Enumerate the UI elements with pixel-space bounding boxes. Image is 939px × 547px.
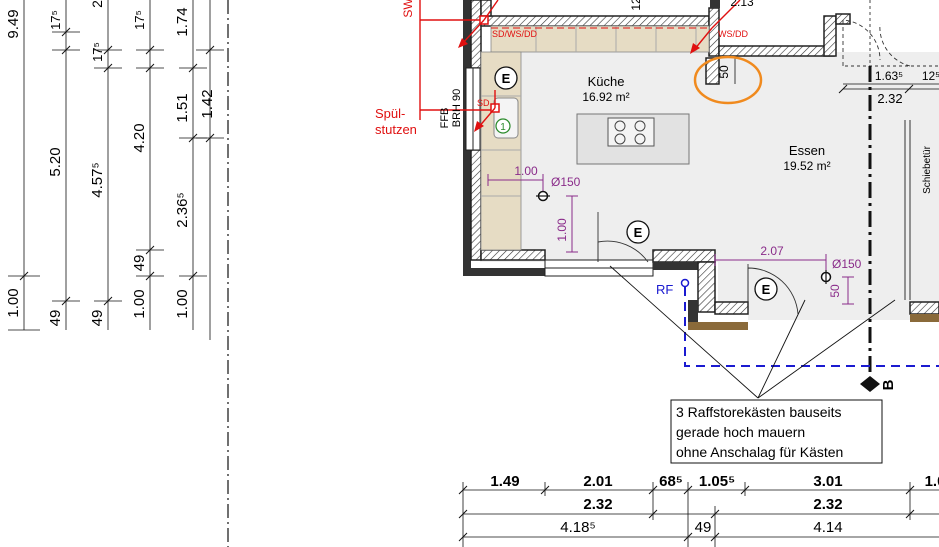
phi-label-2: Ø150 [832,257,862,271]
e-markers: E E E [494,66,778,301]
sd-label: SD [477,98,490,108]
note-line-3: ohne Anschalag für Kästen [676,444,843,460]
note-line-2: gerade hoch mauern [676,424,805,440]
left-dimension-chains: 9.49 1.00 17⁵ 5.20 49 2 17⁵ 4.57⁵ 49 17⁵… [5,0,224,340]
dim-163: 1.63⁵ [875,69,903,83]
bottom-dim-r2-2: 2.32 [813,496,842,513]
rf-label: RF [656,282,673,297]
bottom-dim-r1-6: 1.0 [925,473,939,490]
dim-12-top: 12 [629,0,643,11]
e-marker-1: E [502,71,511,86]
dim-232-top: 2.32 [877,91,902,106]
sw-label: SW [401,0,415,18]
left-dim-col2-2: 5.20 [47,147,64,176]
spuelstutzen-label-2: stutzen [375,122,417,137]
dim-100-vertical: 1.00 [555,218,569,242]
bottom-dim-r1-1: 1.49 [490,473,519,490]
spuelstutzen-label-1: Spül- [375,106,405,121]
axis-b-label: B [880,379,897,390]
e-marker-3: E [762,282,771,297]
hatched-pillar [705,57,720,85]
bottom-dim-r1-4: 1.05⁵ [699,473,735,490]
ffb-label: FFB [439,108,451,129]
marker-one [495,118,511,134]
note-box [670,399,883,464]
sliding-door-label: Schiebetür [922,145,933,193]
left-dim-col5-3: 2.36⁵ [174,192,191,227]
phi-label-1: Ø150 [551,175,581,189]
left-dim-col4-4: 1.00 [131,289,148,318]
dim-207: 2.07 [760,244,784,258]
ws-dd-label: WS/DD [718,29,748,39]
left-dim-col2-1: 17⁵ [48,10,63,30]
left-dim-col6-1: 1.42 [199,89,216,118]
sd-ws-dd-label: SD/WS/DD [492,29,538,39]
axis-b-arrow [860,376,880,392]
left-dim-col4-1: 17⁵ [132,10,147,30]
outer-wall-bottom-left [463,268,545,276]
kitchen-name: Küche [588,74,625,89]
inner-wall-left [470,0,482,69]
dim-100-horizontal: 1.00 [514,164,538,178]
purple-dims: 1.00 1.00 Ø150 2.07 Ø150 50 [487,164,862,305]
bottom-dimension-chains: 1.49 2.01 68⁵ 1.05⁵ 3.01 1.0 2.32 2.32 4… [458,473,939,547]
rf-line: RF [656,278,939,367]
kitchen-cabinets [480,25,710,251]
left-dim-col2-3: 49 [47,310,64,327]
left-dim-col4-2: 4.20 [131,123,148,152]
cooktop [607,117,655,147]
left-dim-col5-2: 1.51 [174,93,191,122]
left-dim-col3-2: 17⁵ [90,42,105,62]
bottom-dim-r1-5: 3.01 [813,473,842,490]
brh-label: BRH 90 [451,89,463,128]
dim-213-top: 2.13 [730,0,754,9]
highlight-circle [693,55,763,105]
bottom-dim-r1-2: 2.01 [583,473,612,490]
bottom-dim-r3-1: 4.18⁵ [560,519,595,536]
left-dim-col3-1: 2 [89,0,105,8]
dim-125: 12⁵ [922,69,939,83]
kitchen-area: 16.92 m² [582,90,629,104]
dim-50-bottom: 50 [828,284,842,298]
left-dim-col1-2: 1.00 [5,288,22,317]
e-marker-2: E [634,225,643,240]
dining-area: 19.52 m² [783,159,830,173]
dim-50-top: 50 [717,65,731,79]
dining-name: Essen [789,143,825,158]
bottom-dim-r3-3: 4.14 [813,519,842,536]
note-line-1: 3 Raffstorekästen bauseits [676,404,842,420]
left-dim-col5-1: 1.74 [174,7,191,36]
door-swings [597,0,939,315]
left-dim-col5-4: 1.00 [174,289,191,318]
bottom-dim-r1-3: 68⁵ [659,473,683,490]
walls [463,0,939,330]
left-dim-col3-4: 49 [89,310,106,327]
marker-one-label: 1 [500,122,506,133]
bottom-dim-r2-1: 2.32 [583,496,612,513]
red-annotations: SW SD SD/WS/DD WS/DD Spül- stutzen [375,0,748,137]
left-dim-col4-3: 49 [131,255,148,272]
bottom-dim-r3-2: 49 [695,519,712,536]
left-dim-col3-3: 4.57⁵ [89,162,106,197]
left-dim-col1-1: 9.49 [5,9,22,38]
